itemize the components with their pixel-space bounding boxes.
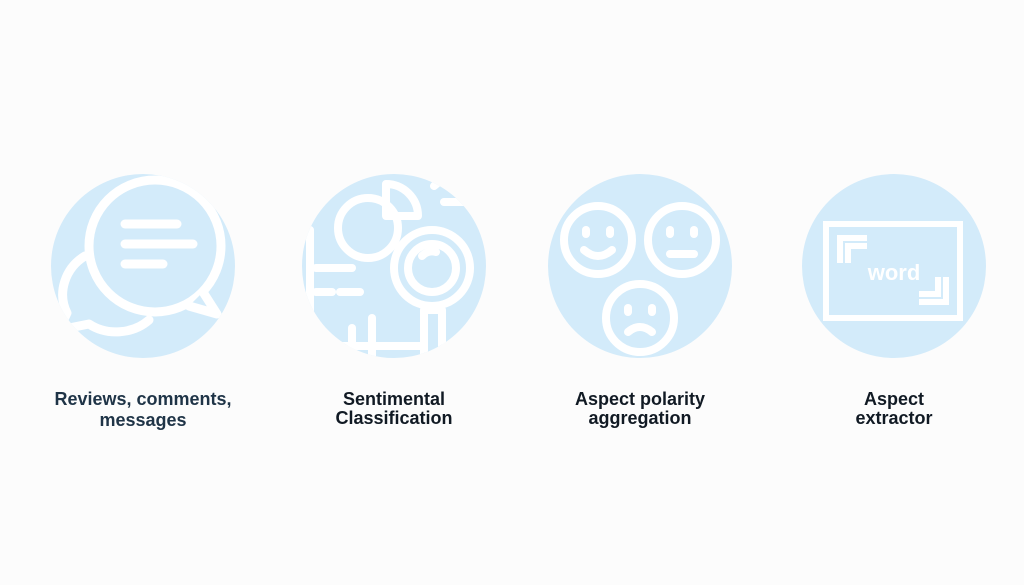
step-extractor-label-line2: extractor [855, 408, 933, 428]
emoji-faces-icon [548, 174, 732, 358]
step-extractor-graphic: word [796, 168, 992, 364]
step-reviews: Reviews, comments, messages [15, 0, 271, 585]
step-classification: Sentimental Classification [266, 0, 522, 585]
step-reviews-label-line2: messages [99, 410, 187, 430]
step-extractor-label-line1: Aspect [863, 389, 925, 409]
step-aggregation-label-line2: aggregation [588, 408, 692, 428]
step-classification-label-line2: Classification [335, 408, 453, 428]
step-reviews-label-line1: Reviews, comments, [54, 389, 232, 409]
word-frame-icon: word [802, 174, 986, 358]
chat-bubbles-icon [51, 174, 235, 358]
step-aggregation: Aspect polarity aggregation [512, 0, 768, 585]
step-extractor: word Aspect extractor [766, 0, 1022, 585]
step-classification-graphic [296, 168, 492, 364]
step-reviews-graphic [45, 168, 241, 364]
step-classification-label-line1: Sentimental [342, 389, 446, 409]
frame-word-text: word [867, 260, 921, 285]
analytics-magnifier-icon [302, 174, 486, 358]
step-aggregation-label-line1: Aspect polarity [574, 389, 706, 409]
step-aggregation-graphic [542, 168, 738, 364]
